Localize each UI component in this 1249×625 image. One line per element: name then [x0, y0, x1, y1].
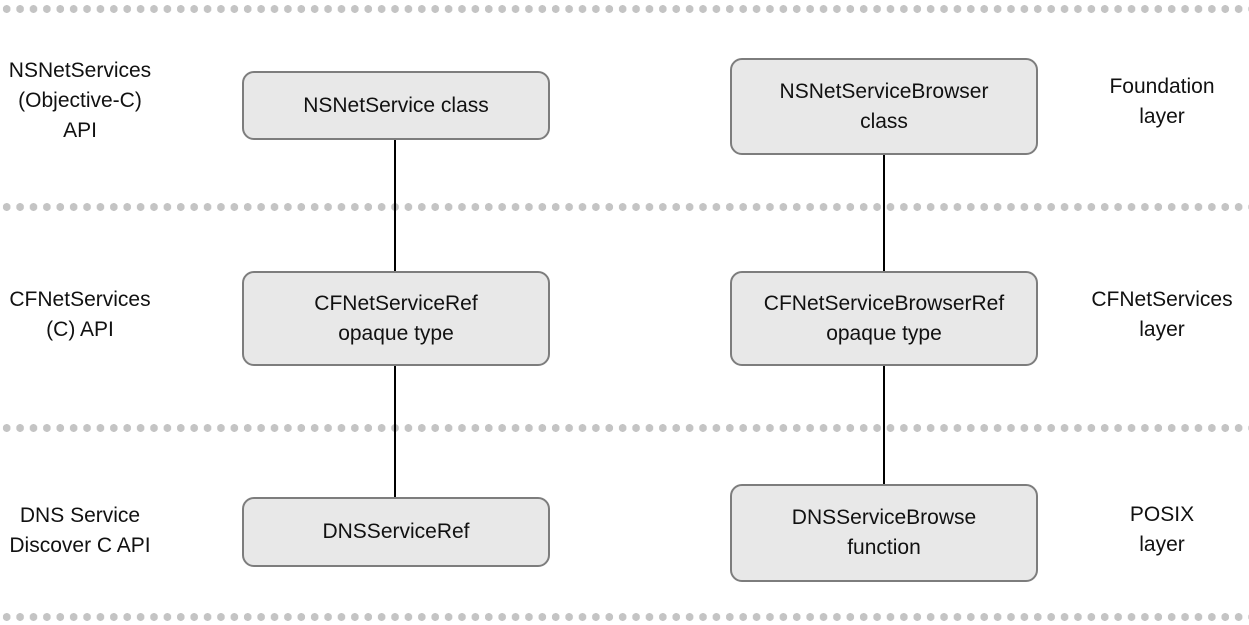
connector-cfnetserviceref-dnsserviceref — [394, 365, 396, 498]
label-posix-layer: POSIX layer — [1129, 503, 1195, 556]
layer-separator-foundation-cfnet — [0, 203, 1249, 211]
node-nsnetservicebrowser-class: NSNetServiceBrowser class — [730, 58, 1038, 155]
node-dnsserviceref: DNSServiceRef — [242, 497, 550, 567]
layer-separator-bottom — [0, 613, 1249, 621]
connector-nsnetservice-cfnetserviceref — [394, 139, 396, 272]
connector-nsnetservicebrowser-cfnetservicebrowserref — [883, 154, 885, 272]
label-cfnetservices-api: CFNetServices (C) API — [9, 288, 151, 341]
label-nsnetservices-api: NSNetServices (Objective-C) API — [8, 59, 152, 142]
node-cfnetservicebrowserref: CFNetServiceBrowserRef opaque type — [730, 271, 1038, 366]
layer-separator-top — [0, 5, 1249, 13]
node-dnsservicebrowse-function: DNSServiceBrowse function — [730, 484, 1038, 582]
label-foundation-layer: Foundation layer — [1109, 75, 1215, 128]
node-nsnetservice-class: NSNetService class — [242, 71, 550, 140]
label-cfnetservices-layer: CFNetServices layer — [1091, 288, 1233, 341]
label-dns-service-discovery-api: DNS Service Discover C API — [9, 504, 151, 557]
connector-cfnetservicebrowserref-dnsservicebrowse — [883, 365, 885, 485]
node-cfnetserviceref: CFNetServiceRef opaque type — [242, 271, 550, 366]
layer-separator-cfnet-posix — [0, 424, 1249, 432]
